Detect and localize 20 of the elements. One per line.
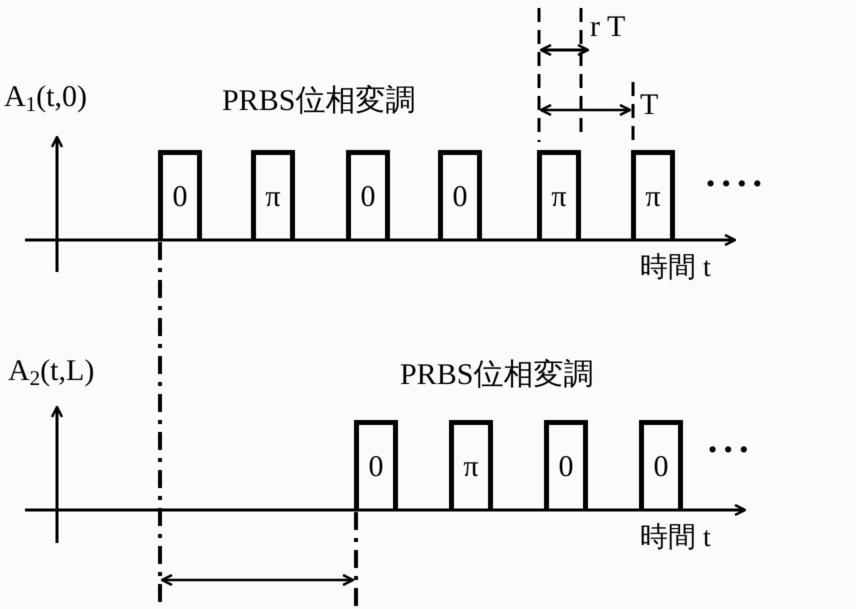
pulse [251,150,295,239]
pulse [346,150,390,239]
pulse [354,420,398,509]
pulse [639,420,683,509]
phase-value: 0 [368,452,384,482]
pulse [544,420,588,509]
phase-value: π [551,182,567,212]
phase-value: 0 [360,182,376,212]
pulse [158,150,202,239]
pulse [631,150,675,239]
pulse [537,150,581,239]
phase-value: 0 [558,452,574,482]
phase-value: π [463,452,479,482]
phase-value: π [645,182,661,212]
phase-value: π [265,182,281,212]
pulse [449,420,493,509]
pulse [438,150,482,239]
phase-value: 0 [654,452,668,482]
phase-value: 0 [172,182,188,212]
phase-value: 0 [452,182,468,212]
